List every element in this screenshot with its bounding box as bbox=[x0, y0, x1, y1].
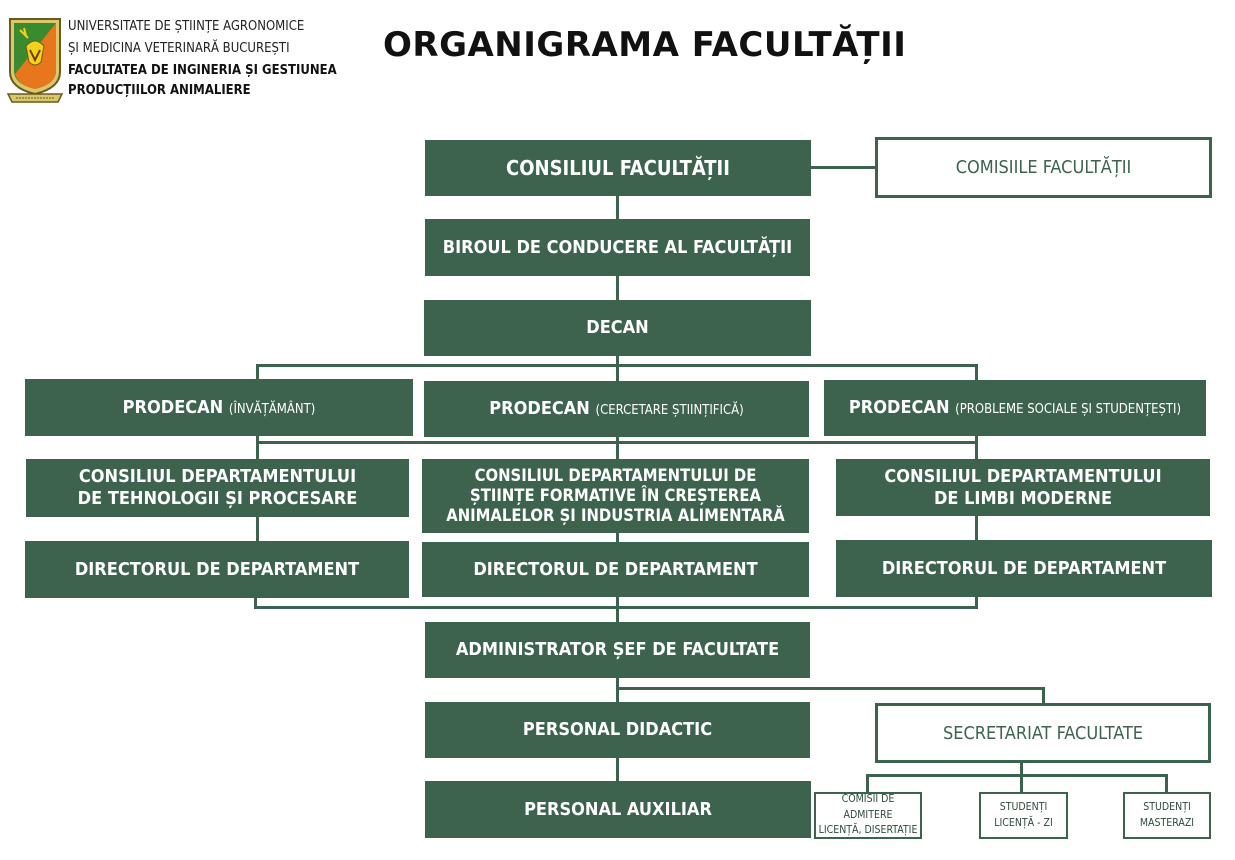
administrator-sef-box: ADMINISTRATOR ȘEF DE FACULTATE bbox=[425, 622, 810, 678]
director-departament-stiinte-box: DIRECTORUL DE DEPARTAMENT bbox=[422, 542, 809, 597]
university-logo bbox=[6, 18, 64, 103]
biroul-de-conducere-box: BIROUL DE CONDUCERE AL FACULTĂȚII bbox=[425, 219, 810, 276]
biroul-de-conducere-label: BIROUL DE CONDUCERE AL FACULTĂȚII bbox=[442, 236, 793, 258]
prodecan-invatamant-box: PRODECAN (ÎNVĂȚĂMÂNT) bbox=[25, 379, 413, 436]
personal-auxiliar-label: PERSONAL AUXILIAR bbox=[524, 798, 712, 820]
dept-tehnologii-line1: CONSILIUL DEPARTAMENTULUI bbox=[78, 466, 357, 488]
studenti-licenta-zi-line2: LICENȚĂ - ZI bbox=[994, 816, 1053, 829]
connector-line bbox=[616, 757, 619, 781]
consiliul-facultatii-label: CONSILIUL FACULTĂȚII bbox=[506, 156, 730, 180]
prodecan-probleme-sociale-box: PRODECAN (PROBLEME SOCIALE ȘI STUDENȚEȘT… bbox=[824, 380, 1206, 436]
connector-line bbox=[975, 441, 978, 459]
connector-line bbox=[616, 596, 619, 622]
prodecan-invatamant-sub: (ÎNVĂȚĂMÂNT) bbox=[228, 401, 316, 417]
connector-line bbox=[256, 364, 259, 380]
dept-tehnologii-line2: DE TEHNOLOGII ȘI PROCESARE bbox=[77, 488, 358, 509]
decan-box: DECAN bbox=[424, 300, 811, 356]
comisii-admitere-line1: COMISII DE ADMITERE bbox=[841, 792, 895, 821]
studenti-licenta-zi-line1: STUDENȚI bbox=[999, 800, 1048, 813]
connector-line bbox=[616, 355, 619, 381]
connector-line bbox=[256, 435, 259, 444]
dept-stiinte-line1: CONSILIUL DEPARTAMENTULUI DE bbox=[474, 465, 757, 485]
decan-label: DECAN bbox=[586, 317, 649, 339]
comisii-admitere-box: COMISII DE ADMITERE LICENȚĂ, DISERTAȚIE bbox=[814, 792, 922, 839]
connector-line bbox=[1042, 687, 1045, 703]
secretariat-facultate-box: SECRETARIAT FACULTATE bbox=[875, 703, 1211, 763]
prodecan-probleme-sociale-sub: (PROBLEME SOCIALE ȘI STUDENȚEȘTI) bbox=[955, 402, 1182, 418]
connector-line bbox=[975, 364, 978, 380]
prodecan-cercetare-sub: (CERCETARE ȘTIINȚIFICĂ) bbox=[595, 403, 744, 419]
connector-line bbox=[866, 774, 1168, 777]
studenti-masterazi-line1: STUDENȚI bbox=[1143, 800, 1191, 813]
prodecan-cercetare-box: PRODECAN (CERCETARE ȘTIINȚIFICĂ) bbox=[424, 381, 809, 437]
connector-line bbox=[975, 435, 978, 444]
director-label: DIRECTORUL DE DEPARTAMENT bbox=[473, 558, 758, 580]
connector-line bbox=[975, 596, 978, 609]
studenti-masterazi-line2: MASTERAZI bbox=[1139, 816, 1195, 829]
consiliul-facultatii-box: CONSILIUL FACULTĂȚII bbox=[425, 140, 811, 196]
connector-line bbox=[975, 516, 978, 541]
faculty-name-line1: FACULTATEA DE INGINERIA ȘI GESTIUNEA bbox=[68, 63, 337, 78]
connector-line bbox=[1020, 762, 1023, 776]
connector-line bbox=[256, 516, 259, 541]
university-name-line1: UNIVERSITATE DE ȘTIINȚE AGRONOMICE bbox=[68, 19, 305, 34]
director-label: DIRECTORUL DE DEPARTAMENT bbox=[74, 558, 360, 580]
director-departament-tehnologii-box: DIRECTORUL DE DEPARTAMENT bbox=[25, 541, 409, 598]
dept-limbi-line2: DE LIMBI MODERNE bbox=[933, 487, 1113, 509]
faculty-name-line2: PRODUCȚIILOR ANIMALIERE bbox=[68, 83, 251, 98]
secretariat-facultate-label: SECRETARIAT FACULTATE bbox=[942, 722, 1143, 744]
comisii-admitere-line2: LICENȚĂ, DISERTAȚIE bbox=[818, 824, 918, 837]
prodecan-label: PRODECAN bbox=[122, 396, 224, 418]
comisiile-facultatii-box: COMISIILE FACULTĂȚII bbox=[875, 137, 1212, 198]
connector-line bbox=[616, 275, 619, 300]
connector-line bbox=[811, 166, 877, 169]
connector-line bbox=[616, 687, 1045, 690]
prodecan-label: PRODECAN bbox=[489, 398, 590, 420]
dept-limbi-line1: CONSILIUL DEPARTAMENTULUI bbox=[884, 465, 1162, 487]
consiliul-departament-stiinte-box: CONSILIUL DEPARTAMENTULUI DE ȘTIINȚE FOR… bbox=[422, 459, 809, 533]
administrator-sef-label: ADMINISTRATOR ȘEF DE FACULTATE bbox=[455, 639, 780, 661]
studenti-licenta-zi-box: STUDENȚI LICENȚĂ - ZI bbox=[979, 792, 1068, 839]
connector-line bbox=[1020, 774, 1023, 792]
personal-didactic-label: PERSONAL DIDACTIC bbox=[522, 719, 713, 741]
connector-line bbox=[616, 195, 619, 219]
comisiile-facultatii-label: COMISIILE FACULTĂȚII bbox=[955, 157, 1132, 178]
connector-line bbox=[616, 532, 619, 542]
personal-didactic-box: PERSONAL DIDACTIC bbox=[425, 702, 810, 758]
connector-line bbox=[866, 774, 869, 792]
studenti-masterazi-box: STUDENȚI MASTERAZI bbox=[1123, 792, 1211, 839]
dept-stiinte-line3: ANIMALELOR ȘI INDUSTRIA ALIMENTARĂ bbox=[446, 506, 785, 526]
connector-line bbox=[256, 441, 259, 459]
connector-line bbox=[616, 437, 619, 459]
prodecan-label: PRODECAN bbox=[848, 397, 950, 419]
personal-auxiliar-box: PERSONAL AUXILIAR bbox=[425, 781, 811, 838]
university-name-line2: ȘI MEDICINA VETERINARĂ BUCUREȘTI bbox=[68, 41, 290, 56]
consiliul-departament-tehnologii-box: CONSILIUL DEPARTAMENTULUI DE TEHNOLOGII … bbox=[26, 459, 409, 517]
connector-line bbox=[256, 364, 978, 367]
page-title: ORGANIGRAMA FACULTĂȚII bbox=[383, 25, 907, 65]
director-label: DIRECTORUL DE DEPARTAMENT bbox=[881, 557, 1167, 579]
consiliul-departament-limbi-box: CONSILIUL DEPARTAMENTULUI DE LIMBI MODER… bbox=[836, 459, 1210, 516]
director-departament-limbi-box: DIRECTORUL DE DEPARTAMENT bbox=[836, 540, 1212, 597]
connector-line bbox=[1165, 774, 1168, 792]
connector-line bbox=[254, 597, 257, 609]
dept-stiinte-line2: ȘTIINȚE FORMATIVE ÎN CREȘTEREA bbox=[470, 485, 761, 505]
